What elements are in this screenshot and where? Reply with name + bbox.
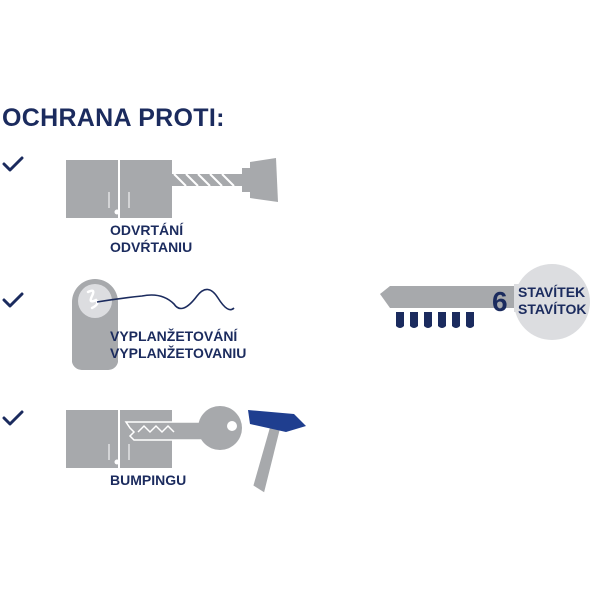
key-blade-icon (376, 264, 600, 345)
pin-label-line: STAVÍTEK (518, 284, 586, 300)
feature-label-picking: VYPLANŽETOVÁNÍ VYPLANŽETOVANIU (110, 328, 246, 362)
feature-label-line: ODVŔTANIU (110, 239, 193, 255)
pin-label-line: STAVÍTOK (518, 301, 587, 317)
check-icon (2, 292, 24, 308)
feature-label-drilling: ODVRTÁNÍ ODVŔTANIU (110, 222, 192, 256)
feature-label-line: BUMPINGU (110, 472, 187, 488)
feature-label-bumping: BUMPINGU (110, 472, 186, 489)
hammer-icon (248, 410, 306, 493)
page-heading: OCHRANA PROTI: (2, 104, 225, 132)
keyhole-pick-illustration (62, 274, 252, 379)
lock-cylinder-bump-illustration (62, 400, 312, 500)
feature-label-line: ODVRTÁNÍ (110, 222, 184, 238)
check-icon (2, 410, 24, 426)
drill-icon (166, 158, 278, 202)
pin-count: 6 (492, 286, 508, 317)
key-icon (124, 406, 242, 450)
keyhole-icon (72, 279, 235, 371)
pin-count-label: STAVÍTEK STAVÍTOK (518, 284, 586, 318)
check-icon (2, 156, 24, 172)
feature-label-line: VYPLANŽETOVÁNÍ (110, 328, 238, 344)
lock-cylinder-drill-illustration (62, 152, 282, 227)
feature-label-line: VYPLANŽETOVANIU (110, 345, 247, 361)
